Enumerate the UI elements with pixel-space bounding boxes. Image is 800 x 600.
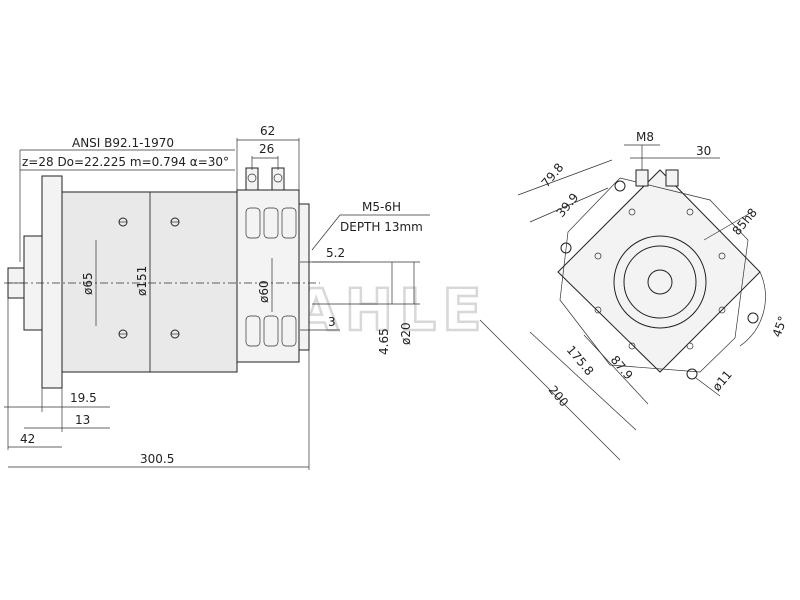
dim-85h8: 85h8 <box>730 206 760 238</box>
dia-60: ø60 <box>257 280 271 303</box>
side-view: ANSI B92.1-1970 z=28 Do=22.225 m=0.794 α… <box>4 124 430 470</box>
dim-175-8: 175.8 <box>564 343 597 378</box>
end-view: M8 30 79.8 39.9 85h8 200 175.8 87.9 ø11 … <box>479 130 790 461</box>
dim-13: 13 <box>75 413 90 427</box>
dim-300-5: 300.5 <box>140 452 174 466</box>
m8-label: M8 <box>636 130 654 144</box>
dim-4-65: 4.65 <box>377 328 391 355</box>
mounting-holes <box>560 180 759 380</box>
depth-label: DEPTH 13mm <box>340 220 423 234</box>
dim-19-5: 19.5 <box>70 391 97 405</box>
dim-200: 200 <box>546 383 571 410</box>
motor-body <box>61 191 238 373</box>
gear-spec-label: z=28 Do=22.225 m=0.794 α=30° <box>22 155 229 169</box>
angle-45: 45° <box>770 314 790 339</box>
dia-11: ø11 <box>710 368 735 394</box>
boss-outer <box>613 235 707 329</box>
terminal-studs <box>245 167 285 191</box>
dim-3: 3 <box>328 315 336 329</box>
dim-5-2: 5.2 <box>326 246 345 260</box>
thread-label: M5-6H <box>362 200 401 214</box>
dim-39-9: 39.9 <box>554 190 582 219</box>
dim-87-9: 87.9 <box>608 353 636 382</box>
dia-151: ø151 <box>135 266 149 296</box>
dim-79-8: 79.8 <box>539 160 567 189</box>
dim-42: 42 <box>20 432 35 446</box>
dim-62: 62 <box>260 124 275 138</box>
body-bolts <box>118 217 180 339</box>
terminal-slots <box>245 207 297 347</box>
dim-30: 30 <box>696 144 711 158</box>
dia-20: ø20 <box>399 322 413 345</box>
end-flange <box>557 169 761 373</box>
ansi-label: ANSI B92.1-1970 <box>72 136 174 150</box>
dia-65: ø65 <box>81 272 95 295</box>
dim-26: 26 <box>259 142 274 156</box>
flange <box>41 175 63 389</box>
